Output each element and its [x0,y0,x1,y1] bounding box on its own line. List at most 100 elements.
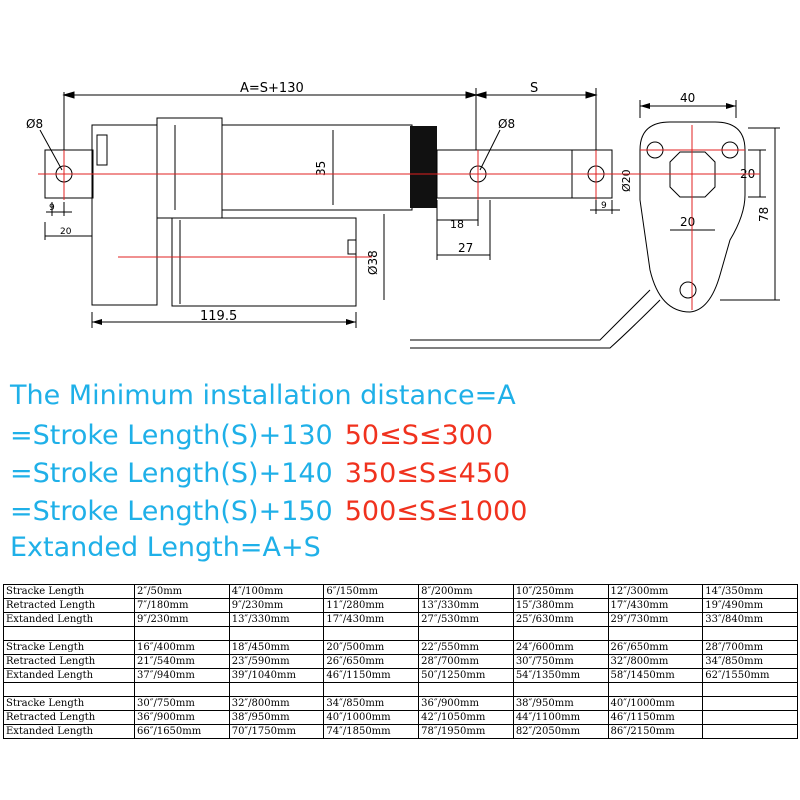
dim-40-label: 40 [680,91,695,105]
row-label: Retracted Length [3,710,135,725]
table-cell: 38″/950mm [512,696,609,711]
table-cell: 21″/540mm [134,654,230,669]
table-cell: 66″/1650mm [134,724,230,739]
table-cell: 62″/1550mm [702,668,798,683]
table-cell: 29″/730mm [607,612,704,627]
dim-hole-left-label: Ø8 [26,117,43,131]
table-cell: 9″/230mm [134,612,230,627]
dim-78-label: 78 [757,207,771,222]
spacer-cell [323,626,420,641]
table-spacer-row [3,626,798,641]
table-cell: 4″/100mm [228,584,325,599]
formula-140: =Stroke Length(S)+140 [10,458,333,489]
table-cell: 13″/330mm [418,598,514,613]
table-cell: 30″/750mm [512,654,609,669]
motor-body [171,217,357,307]
spacer-cell [512,626,609,641]
table-cell: 12″/300mm [607,584,704,599]
row-label: Extanded Length [3,724,135,739]
formula-line-2: =Stroke Length(S)+130 50≤S≤300 [10,420,493,452]
table-cell: 2″/50mm [134,584,230,599]
table-cell: 16″/400mm [134,640,230,655]
dim-27-label: 27 [458,241,473,255]
spacer-cell [228,626,325,641]
spacer-cell [607,682,704,697]
spacer-cell [3,626,135,641]
table-cell: 36″/900mm [418,696,514,711]
table-cell: 34″/850mm [702,654,798,669]
table-cell: 6″/150mm [323,584,420,599]
spacer-cell [3,682,135,697]
dim-35-label: 35 [314,161,328,176]
table-cell: 37″/940mm [134,668,230,683]
dim-motor-length-label: 119.5 [200,309,237,324]
table-cell: 78″/1950mm [418,724,514,739]
spacer-cell [418,626,514,641]
table-cell: 28″/700mm [702,640,798,655]
table-cell: 50″/1250mm [418,668,514,683]
table-cell [702,724,798,739]
table-cell: 19″/490mm [702,598,798,613]
table-cell: 36″/900mm [134,710,230,725]
table-cell: 58″/1450mm [607,668,704,683]
table-cell: 30″/750mm [134,696,230,711]
table-cell: 40″/1000mm [607,696,704,711]
table-cell: 32″/800mm [607,654,704,669]
table-cell [702,710,798,725]
formula-line-3: =Stroke Length(S)+140 350≤S≤450 [10,458,510,490]
dim-stroke-label: S [530,81,538,96]
table-spacer-row [3,682,798,697]
side-view-housing [410,121,746,349]
row-label: Retracted Length [3,654,135,669]
table-cell: 42″/1050mm [418,710,514,725]
dimension-stroke [474,88,598,160]
table-cell: 13″/330mm [228,612,325,627]
dim-20-left-label: 20 [60,227,72,237]
table-cell: 17″/430mm [607,598,704,613]
range-130: 50≤S≤300 [344,420,494,451]
spacer-cell [512,682,609,697]
table-cell: 17″/430mm [323,612,420,627]
spacer-cell [607,626,704,641]
table-cell: 33″/840mm [702,612,798,627]
outer-tube [174,124,413,211]
table-cell: 24″/600mm [512,640,609,655]
table-cell: 27″/530mm [418,612,514,627]
spacer-cell [134,682,230,697]
row-label: Stracke Length [3,584,135,599]
table-cell: 46″/1150mm [607,710,704,725]
table-cell: 8″/200mm [418,584,514,599]
range-150: 500≤S≤1000 [344,496,528,527]
formula-130: =Stroke Length(S)+130 [10,420,333,451]
formula-line-4: =Stroke Length(S)+150 500≤S≤1000 [10,496,527,528]
table-cell: 86″/2150mm [607,724,704,739]
table-cell: 26″/650mm [323,654,420,669]
table-cell: 70″/1750mm [228,724,325,739]
table-cell: 26″/650mm [607,640,704,655]
table-cell: 46″/1150mm [323,668,420,683]
spacer-cell [702,682,798,697]
table-cell: 9″/230mm [228,598,325,613]
table-cell: 74″/1850mm [323,724,420,739]
table-cell: 34″/850mm [323,696,420,711]
spacer-cell [323,682,420,697]
dim-9-right-label: 9 [601,201,607,211]
formula-150: =Stroke Length(S)+150 [10,496,333,527]
table-cell: 82″/2050mm [512,724,609,739]
row-label: Retracted Length [3,598,135,613]
row-label: Extanded Length [3,668,135,683]
dim-20-bottom-label: 20 [680,215,695,229]
tube-end-cap [410,126,437,208]
dim-18-label: 18 [450,218,464,231]
table-cell: 20″/500mm [323,640,420,655]
table-cell: 54″/1350mm [512,668,609,683]
table-cell [702,696,798,711]
range-140: 350≤S≤450 [344,458,511,489]
table-cell: 22″/550mm [418,640,514,655]
